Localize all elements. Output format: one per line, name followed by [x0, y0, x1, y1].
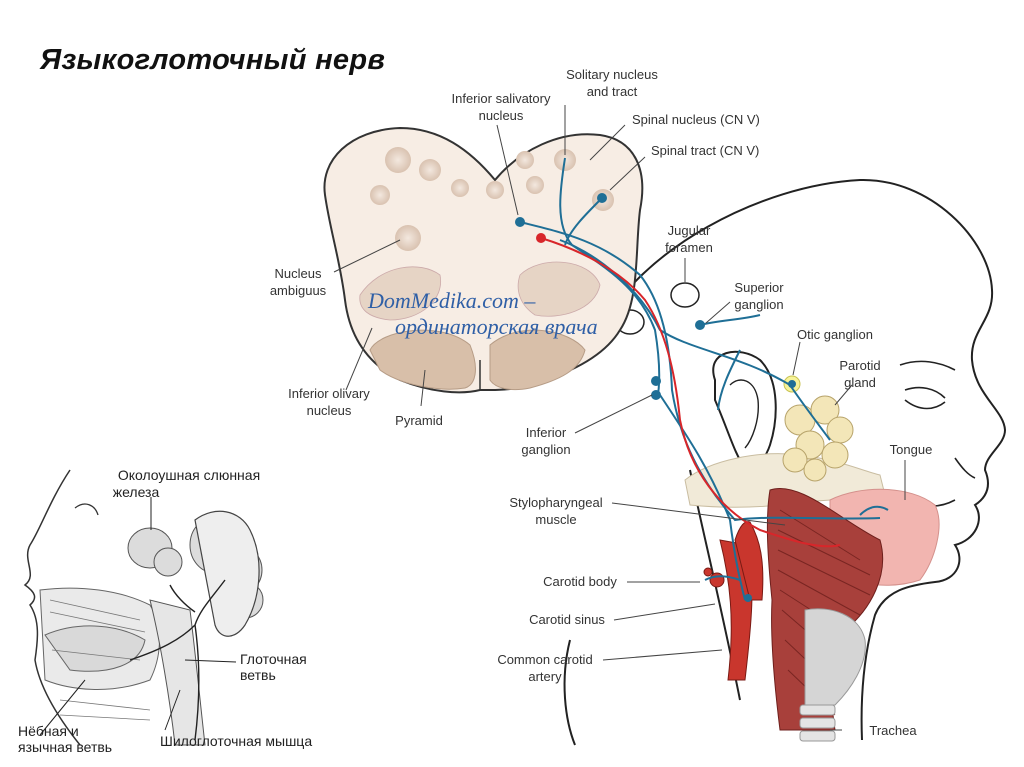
label-carotid-sinus: Carotid sinus [529, 612, 605, 627]
label-jugular-foramen-2: foramen [665, 240, 713, 255]
face-features [899, 360, 976, 507]
label-solitary-nucleus-2: and tract [587, 84, 638, 99]
inset-label-parotid-2: железа [113, 484, 160, 500]
ear [712, 350, 777, 470]
label-inferior-salivatory-1: Inferior salivatory [452, 91, 551, 106]
label-common-carotid-2: artery [528, 669, 562, 684]
label-common-carotid-1: Common carotid [497, 652, 592, 667]
medulla-section [323, 126, 644, 394]
watermark-line2: ординаторская врача [395, 314, 598, 339]
watermark-line1: DomMedika.com – [367, 288, 536, 313]
label-nucleus-ambiguus-2: ambiguus [270, 283, 327, 298]
parotid-gland [782, 395, 854, 482]
jugular-foramen [670, 282, 700, 308]
label-stylopharyngeal-2: muscle [535, 512, 576, 527]
label-tongue: Tongue [890, 442, 933, 457]
label-superior-ganglion-1: Superior [734, 280, 784, 295]
label-parotid-gland-2: gland [844, 375, 876, 390]
labels: Solitary nucleus and tract Inferior sali… [270, 67, 933, 738]
inset-label-parotid-1: Околоушная слюнная [118, 467, 260, 483]
inset-label-palatine-2: язычная ветвь [18, 739, 112, 755]
inset-label-palatine-1: Нёбная и [18, 723, 79, 739]
label-inferior-olivary-2: nucleus [307, 403, 352, 418]
inset-label-stylopharyngeus: Шилоглоточная мышца [160, 733, 312, 749]
label-superior-ganglion-2: ganglion [734, 297, 783, 312]
label-trachea: Trachea [869, 723, 917, 738]
label-carotid-body: Carotid body [543, 574, 617, 589]
page-title: Языкоглоточный нерв [40, 44, 386, 76]
label-inferior-olivary-1: Inferior olivary [288, 386, 370, 401]
label-inferior-ganglion-2: ganglion [521, 442, 570, 457]
larynx [804, 608, 866, 706]
label-spinal-nucleus: Spinal nucleus (CN V) [632, 112, 760, 127]
nerve-red [540, 237, 841, 548]
label-otic-ganglion: Otic ganglion [797, 327, 873, 342]
nerve-nodes [515, 193, 796, 602]
label-nucleus-ambiguus-1: Nucleus [275, 266, 322, 281]
leader-lines [333, 105, 906, 731]
label-inferior-salivatory-2: nucleus [479, 108, 524, 123]
inset-label-pharyngeal-2: ветвь [240, 667, 276, 683]
trachea-rings [799, 704, 836, 742]
carotid-artery [703, 521, 764, 681]
label-spinal-tract: Spinal tract (CN V) [651, 143, 759, 158]
label-stylopharyngeal-1: Stylopharyngeal [509, 495, 602, 510]
inset: Околоушная слюнная железа Глоточная ветв… [12, 462, 348, 755]
label-jugular-foramen-1: Jugular [668, 223, 711, 238]
label-inferior-ganglion-1: Inferior [526, 425, 567, 440]
label-solitary-nucleus-1: Solitary nucleus [566, 67, 658, 82]
label-parotid-gland-1: Parotid [839, 358, 880, 373]
label-pyramid: Pyramid [395, 413, 443, 428]
inset-label-pharyngeal-1: Глоточная [240, 651, 307, 667]
